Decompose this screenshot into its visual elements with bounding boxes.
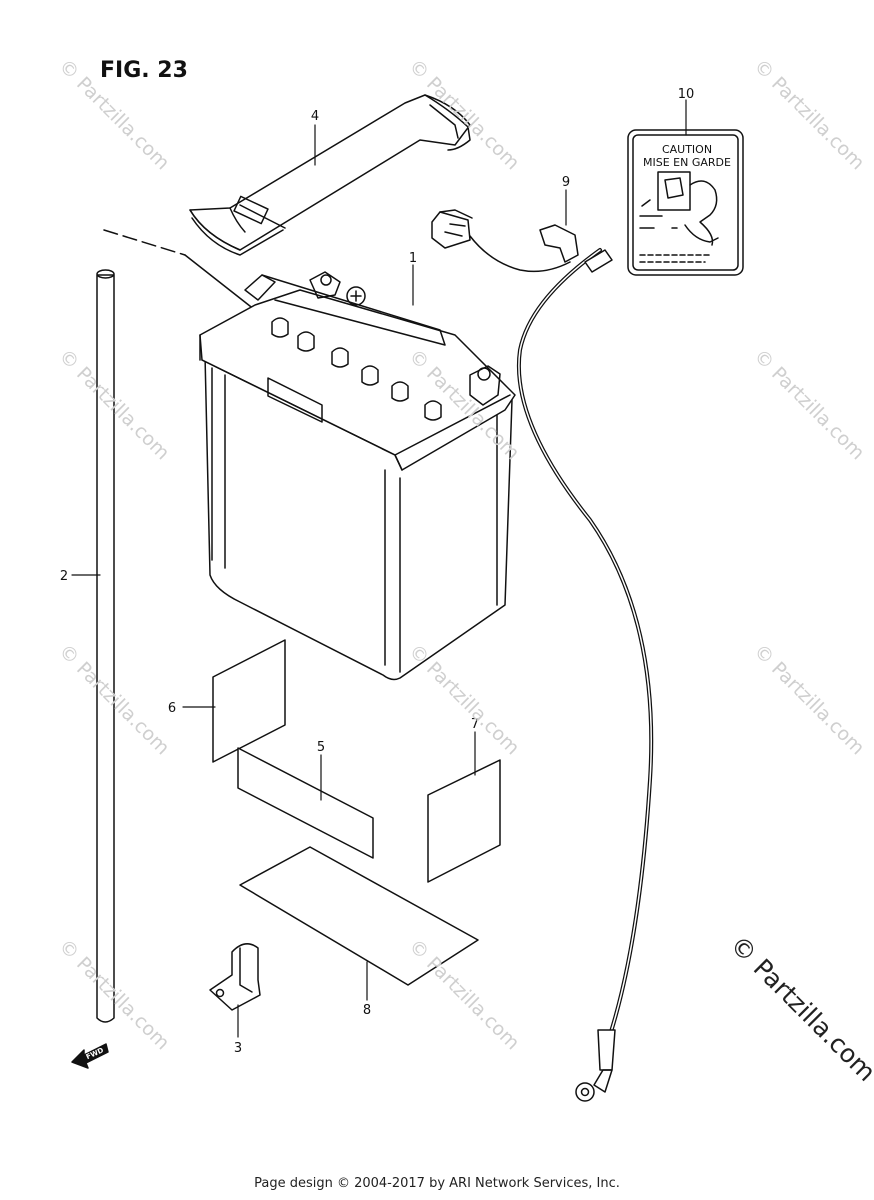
callout-4[interactable]: 4 [311,109,319,124]
label-line-mise: MISE EN GARDE [643,156,731,169]
pad-part-7[interactable] [427,759,501,883]
callout-3[interactable]: 3 [234,1041,242,1056]
strap-part-4[interactable] [189,94,471,256]
callout-8[interactable]: 8 [363,1003,371,1018]
leader-battery-vent [184,254,256,311]
battery-part-1[interactable] [199,271,516,681]
callout-6[interactable]: 6 [168,701,176,716]
pad-part-5[interactable] [237,747,374,859]
tube-part-2[interactable] [96,269,115,1023]
callout-10[interactable]: 10 [678,87,695,102]
cable-part-9[interactable] [431,209,654,1102]
pad-part-6[interactable] [212,639,286,763]
callout-1[interactable]: 1 [409,251,417,266]
page-footer: Page design © 2004-2017 by ARI Network S… [254,1176,620,1191]
callout-9[interactable]: 9 [562,175,570,190]
label-line-caution: CAUTION [662,143,712,156]
leader-tube-battery [103,229,186,256]
figure-title: FIG. 23 [100,58,188,83]
fwd-arrow [71,1043,109,1069]
callout-5[interactable]: 5 [317,740,325,755]
callout-2[interactable]: 2 [60,569,68,584]
bracket-part-3[interactable] [209,943,261,1011]
pad-part-8[interactable] [239,846,479,986]
callout-7[interactable]: 7 [471,717,479,732]
